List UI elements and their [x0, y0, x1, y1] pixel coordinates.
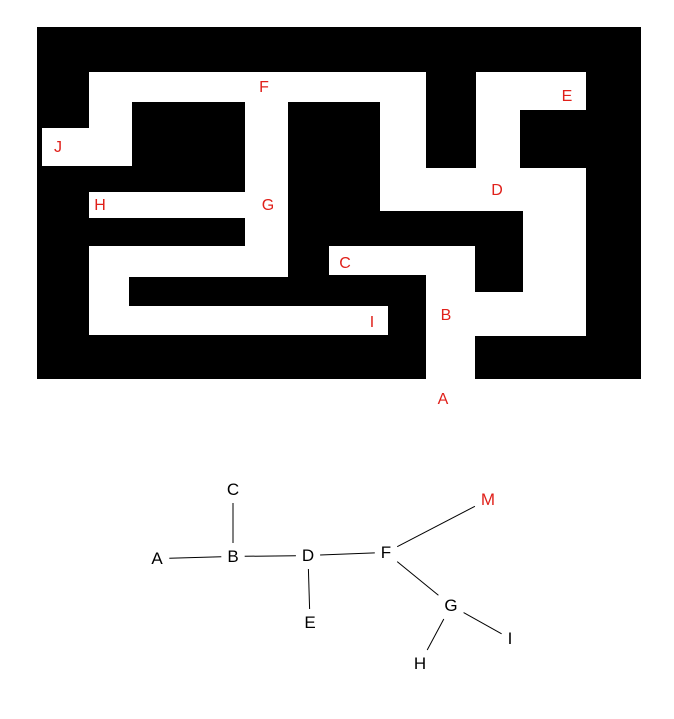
- tree-node-d: D: [302, 546, 314, 565]
- maze-label-b: B: [441, 307, 452, 324]
- tree-node-a: A: [151, 549, 163, 568]
- maze-label-h: H: [94, 197, 106, 214]
- maze-corridor: [89, 72, 132, 128]
- maze-label-j: J: [54, 139, 62, 156]
- maze-label-g: G: [262, 197, 274, 214]
- tree-graph: A B C D E F G H I M: [151, 480, 512, 673]
- tree-node-b: B: [227, 547, 238, 566]
- tree-node-f: F: [381, 543, 391, 562]
- maze: A B C D E F G H I J: [37, 27, 641, 408]
- tree-node-c: C: [227, 480, 239, 499]
- maze-corridor: [89, 306, 388, 335]
- maze-label-c: C: [339, 255, 351, 272]
- tree-edge-d-e: [307, 568, 311, 610]
- tree-edge-d-f: [320, 552, 375, 556]
- tree-edge-f-m: [396, 505, 476, 548]
- maze-corridor: [89, 192, 288, 218]
- tree-node-h: H: [414, 654, 426, 673]
- tree-node-m: M: [481, 490, 495, 509]
- maze-corridor: [245, 72, 288, 277]
- tree-node-g: G: [444, 596, 457, 615]
- tree-node-e: E: [304, 613, 315, 632]
- maze-corridor: [42, 128, 132, 166]
- maze-label-d: D: [491, 182, 503, 199]
- tree-edge-a-b: [169, 556, 222, 559]
- tree-edge-f-g: [396, 561, 439, 596]
- maze-corridor: [426, 292, 586, 336]
- tree-edge-g-i: [463, 612, 502, 635]
- maze-label-a: A: [438, 391, 449, 408]
- maze-label-i: I: [370, 314, 374, 331]
- tree-edge-b-d: [244, 555, 296, 557]
- maze-corridor: [476, 72, 586, 110]
- maze-label-e: E: [562, 88, 573, 105]
- maze-label-f: F: [259, 79, 269, 96]
- tree-edge-g-h: [426, 618, 445, 651]
- tree-node-i: I: [508, 629, 513, 648]
